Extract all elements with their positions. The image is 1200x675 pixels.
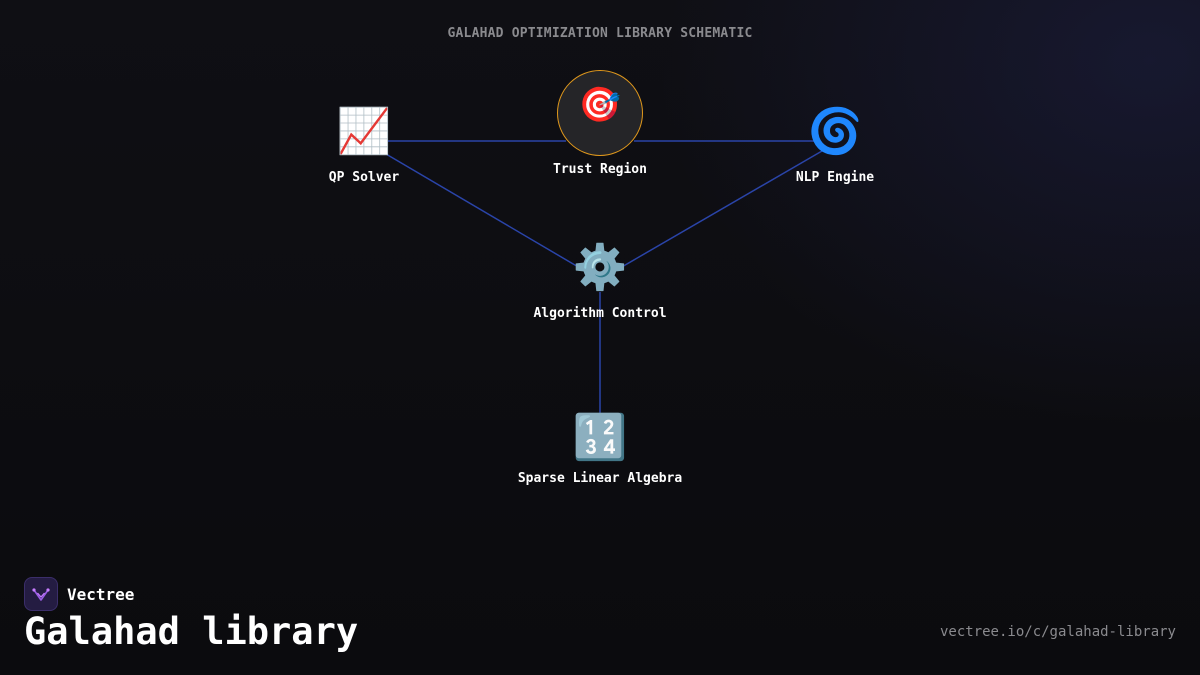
node-label-trust-region: Trust Region <box>553 162 647 177</box>
node-label-algorithm-control: Algorithm Control <box>533 306 667 321</box>
brand-name: Vectree <box>67 584 135 604</box>
target-icon: 🎯 <box>578 85 622 125</box>
vectree-logo-icon <box>24 577 58 611</box>
node-qp-solver[interactable]: 📈 QP Solver <box>254 102 474 185</box>
footer-url-link[interactable]: vectree.io/c/galahad-library <box>939 624 1176 640</box>
node-algorithm-control[interactable]: ⚙️ Algorithm Control <box>490 238 710 321</box>
node-nlp-engine[interactable]: 🌀 NLP Engine <box>725 102 945 185</box>
numbers-icon: 🔢 <box>572 412 628 463</box>
node-sparse-linear-algebra[interactable]: 🔢 Sparse Linear Algebra <box>490 408 710 486</box>
node-label-nlp-engine: NLP Engine <box>795 170 875 185</box>
node-label-qp-solver: QP Solver <box>328 170 400 185</box>
page-title: Galahad library <box>24 610 359 653</box>
vectree-logo-mark <box>32 588 50 601</box>
node-label-sparse-linear-algebra: Sparse Linear Algebra <box>517 471 683 486</box>
edge-qp-solver-algorithm-control <box>385 153 581 269</box>
diagram-title: GALAHAD OPTIMIZATION LIBRARY SCHEMATIC <box>447 26 753 41</box>
chart-increasing-icon: 📈 <box>336 106 392 157</box>
trust-region-highlight-ring: 🎯 <box>557 70 643 156</box>
edge-nlp-engine-algorithm-control <box>619 150 823 269</box>
brand[interactable]: Vectree <box>24 577 134 611</box>
gear-icon: ⚙️ <box>572 242 628 293</box>
node-trust-region[interactable]: 🎯 Trust Region <box>490 70 710 177</box>
cyclone-icon: 🌀 <box>807 106 863 157</box>
